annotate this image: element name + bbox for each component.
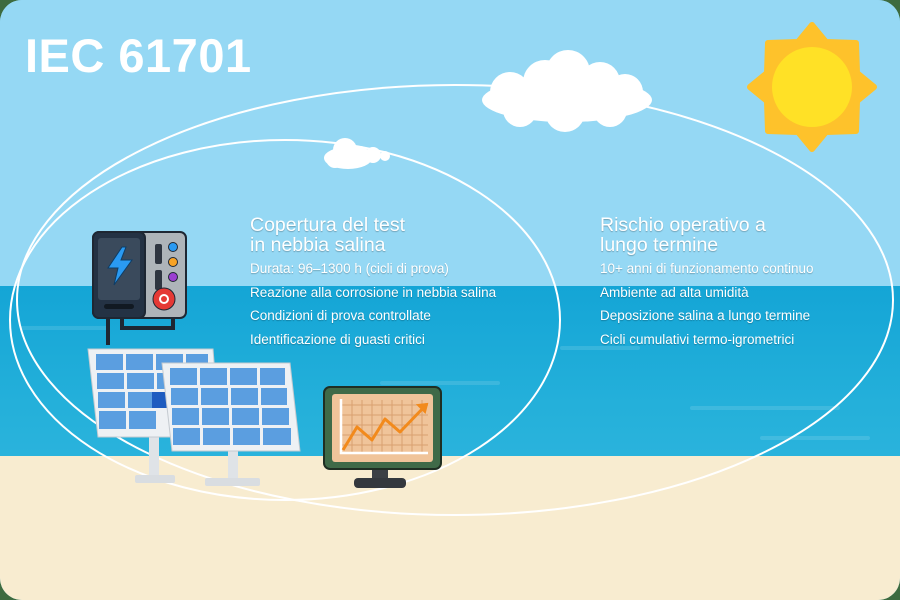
operational-risk-item: Deposizione salina a lungo termine [600, 308, 811, 324]
operational-risk-item: Cicli cumulativi termo-igrometrici [600, 331, 795, 347]
operational-risk-item: Ambiente ad alta umidità [600, 285, 749, 300]
operational-risk-section: Rischio operativo a lungo termine 10+ an… [600, 215, 814, 355]
cloud-small [324, 138, 390, 169]
test-coverage-heading: Copertura del test in nebbia salina [250, 214, 406, 256]
test-duration-label: Durata: 96–1300 h (cicli di prova) [250, 261, 449, 276]
test-coverage-item: Condizioni di prova controllate [250, 308, 431, 324]
test-coverage-item: Identificazione di guasti critici [250, 331, 425, 347]
ellipse-operational-risk [16, 84, 894, 516]
test-coverage-section: Copertura del test in nebbia salina Dura… [250, 215, 496, 355]
operation-duration-label: 10+ anni di funzionamento continuo [600, 261, 814, 276]
cloud-large [482, 50, 652, 132]
page-title: IEC 61701 [25, 29, 252, 82]
operational-risk-heading: Rischio operativo a lungo termine [600, 214, 766, 256]
ellipse-test-coverage [9, 139, 561, 501]
test-coverage-item: Reazione alla corrosione in nebbia salin… [250, 285, 497, 300]
